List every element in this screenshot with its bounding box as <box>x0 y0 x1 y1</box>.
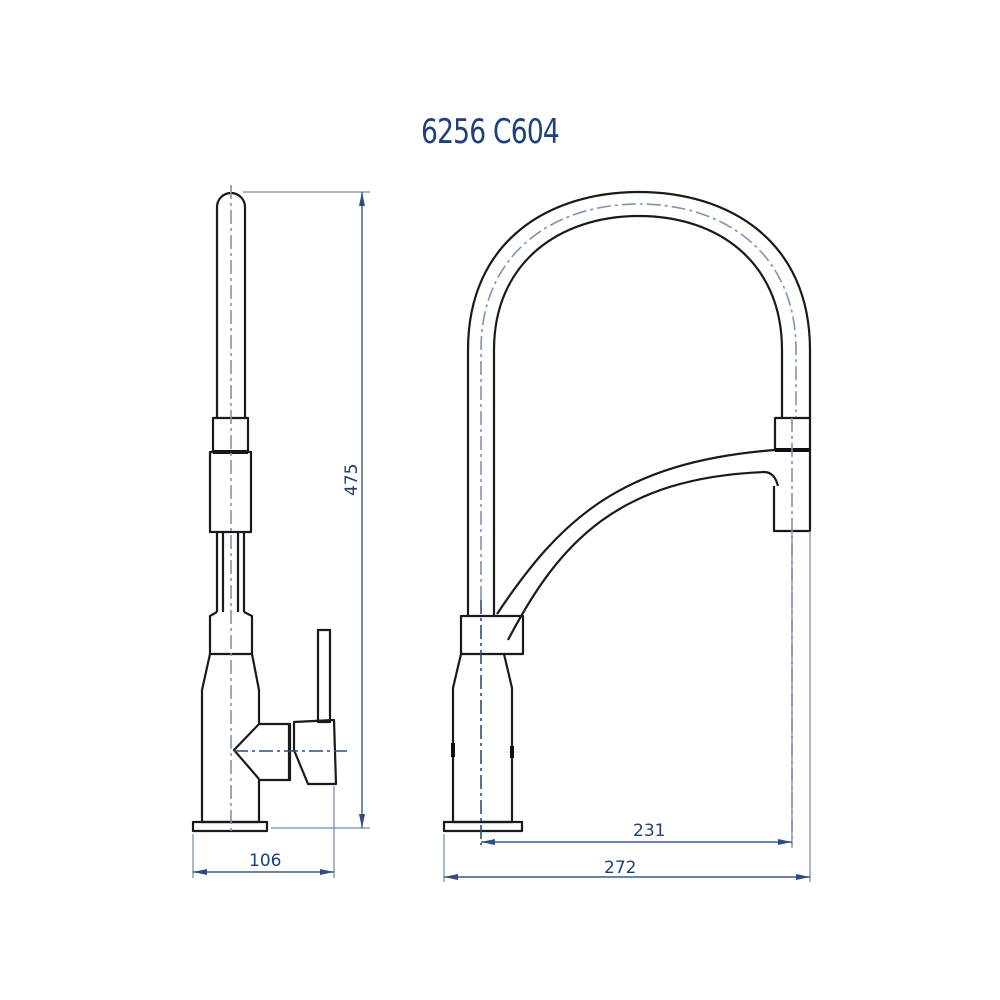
front-base-plate <box>442 820 524 833</box>
side-lever-rod <box>316 628 332 724</box>
height-dimension: 475 <box>243 191 370 829</box>
side-view <box>191 185 347 835</box>
side-body <box>200 653 292 824</box>
front-arm-upper <box>496 448 776 615</box>
drawing-title: 6256 C604 <box>420 112 560 152</box>
front-arch-outer <box>466 190 812 616</box>
front-arch-centerline <box>480 203 797 600</box>
front-body <box>451 653 514 824</box>
front-neck-block <box>459 614 525 656</box>
height-dimension-label: 475 <box>342 464 362 496</box>
side-sleeve <box>208 450 253 534</box>
reach-label: 231 <box>633 821 665 841</box>
side-base-plate <box>191 820 269 833</box>
front-arm-lower <box>507 470 780 641</box>
overall-width-dimension: 272 <box>443 531 811 882</box>
front-arch-inner <box>492 214 784 616</box>
overall-width-label: 272 <box>604 858 636 878</box>
side-depth-dimension: 106 <box>192 786 335 878</box>
side-lever-cone <box>232 723 260 780</box>
side-depth-label: 106 <box>249 851 281 871</box>
reach-dimension: 231 <box>481 531 793 848</box>
front-view <box>442 190 812 845</box>
side-lever-block <box>292 718 338 786</box>
